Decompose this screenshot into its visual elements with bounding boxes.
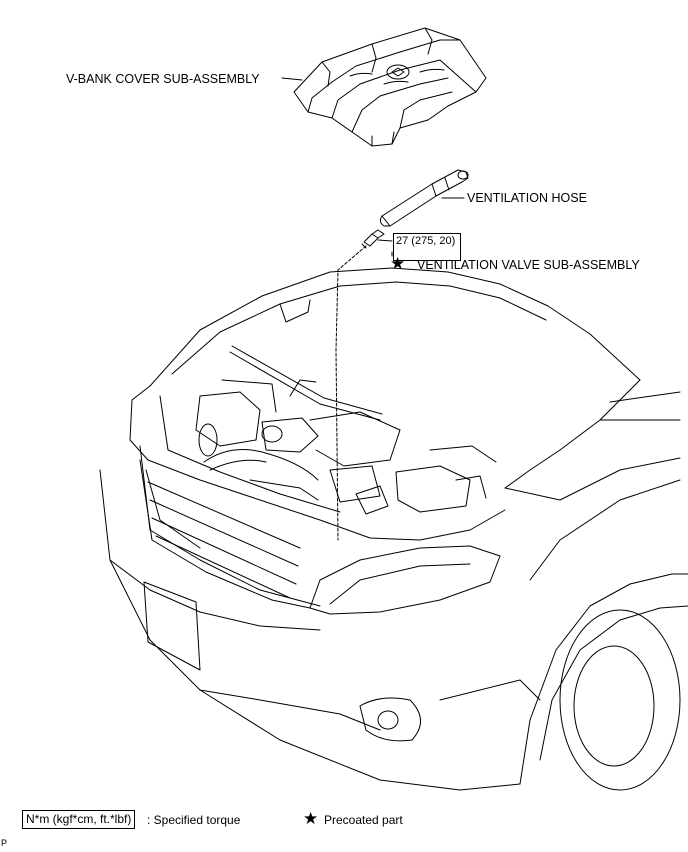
corner-mark: P — [1, 838, 8, 848]
vehicle-drawing — [99, 267, 688, 791]
torque-value-text: 27 (275, 20) — [396, 235, 456, 247]
vbank-cover-drawing — [293, 27, 487, 147]
ventilation-hose-drawing — [379, 169, 469, 227]
legend-torque-unit-box: N*m (kgf*cm, ft.*lbf) — [22, 810, 136, 829]
legend-torque-desc: : Specified torque — [147, 813, 241, 827]
legend-star-icon: ★ — [303, 809, 319, 828]
torque-value-box: 27 (275, 20) — [393, 233, 461, 261]
ventilation-valve-label: VENTILATION VALVE SUB-ASSEMBLY — [417, 258, 640, 272]
vbank-cover-label: V-BANK COVER SUB-ASSEMBLY — [66, 72, 260, 86]
legend-torque-unit: N*m (kgf*cm, ft.*lbf) — [26, 812, 132, 826]
legend-precoated-desc: Precoated part — [324, 813, 403, 827]
precoated-star-icon: ★ — [390, 254, 406, 273]
ventilation-valve-drawing — [361, 229, 385, 249]
ventilation-hose-label: VENTILATION HOSE — [467, 191, 587, 205]
